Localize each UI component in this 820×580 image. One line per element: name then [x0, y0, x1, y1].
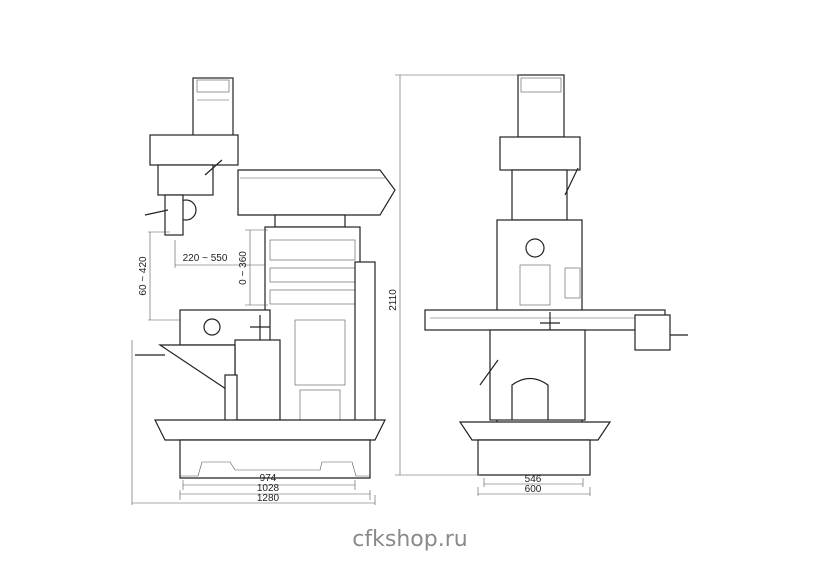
dim-height: 2110	[388, 289, 399, 311]
dim-1028: 1028	[257, 483, 280, 494]
table	[424, 309, 666, 331]
dim-600: 600	[525, 484, 542, 495]
watermark: cfkshop.ru	[352, 527, 467, 552]
motor	[517, 74, 565, 138]
dim-974: 974	[260, 473, 277, 484]
dim-knee-travel: 0 ~ 360	[238, 251, 249, 285]
coolant-tray	[458, 421, 612, 441]
dim-ram-travel: 220 ~ 550	[183, 253, 228, 264]
side-view	[131, 77, 396, 505]
dim-spindle-to-table: 60 ~ 420	[138, 256, 149, 296]
dim-546: 546	[525, 474, 542, 485]
base	[477, 439, 591, 476]
ram	[237, 169, 396, 216]
knee	[234, 339, 281, 421]
coolant-tray	[154, 419, 386, 441]
front-view	[395, 74, 688, 496]
motor	[192, 77, 234, 137]
milling-head	[149, 134, 239, 166]
knee	[489, 329, 586, 421]
base	[179, 439, 371, 479]
milling-head	[499, 136, 581, 171]
dim-1280: 1280	[257, 493, 280, 504]
